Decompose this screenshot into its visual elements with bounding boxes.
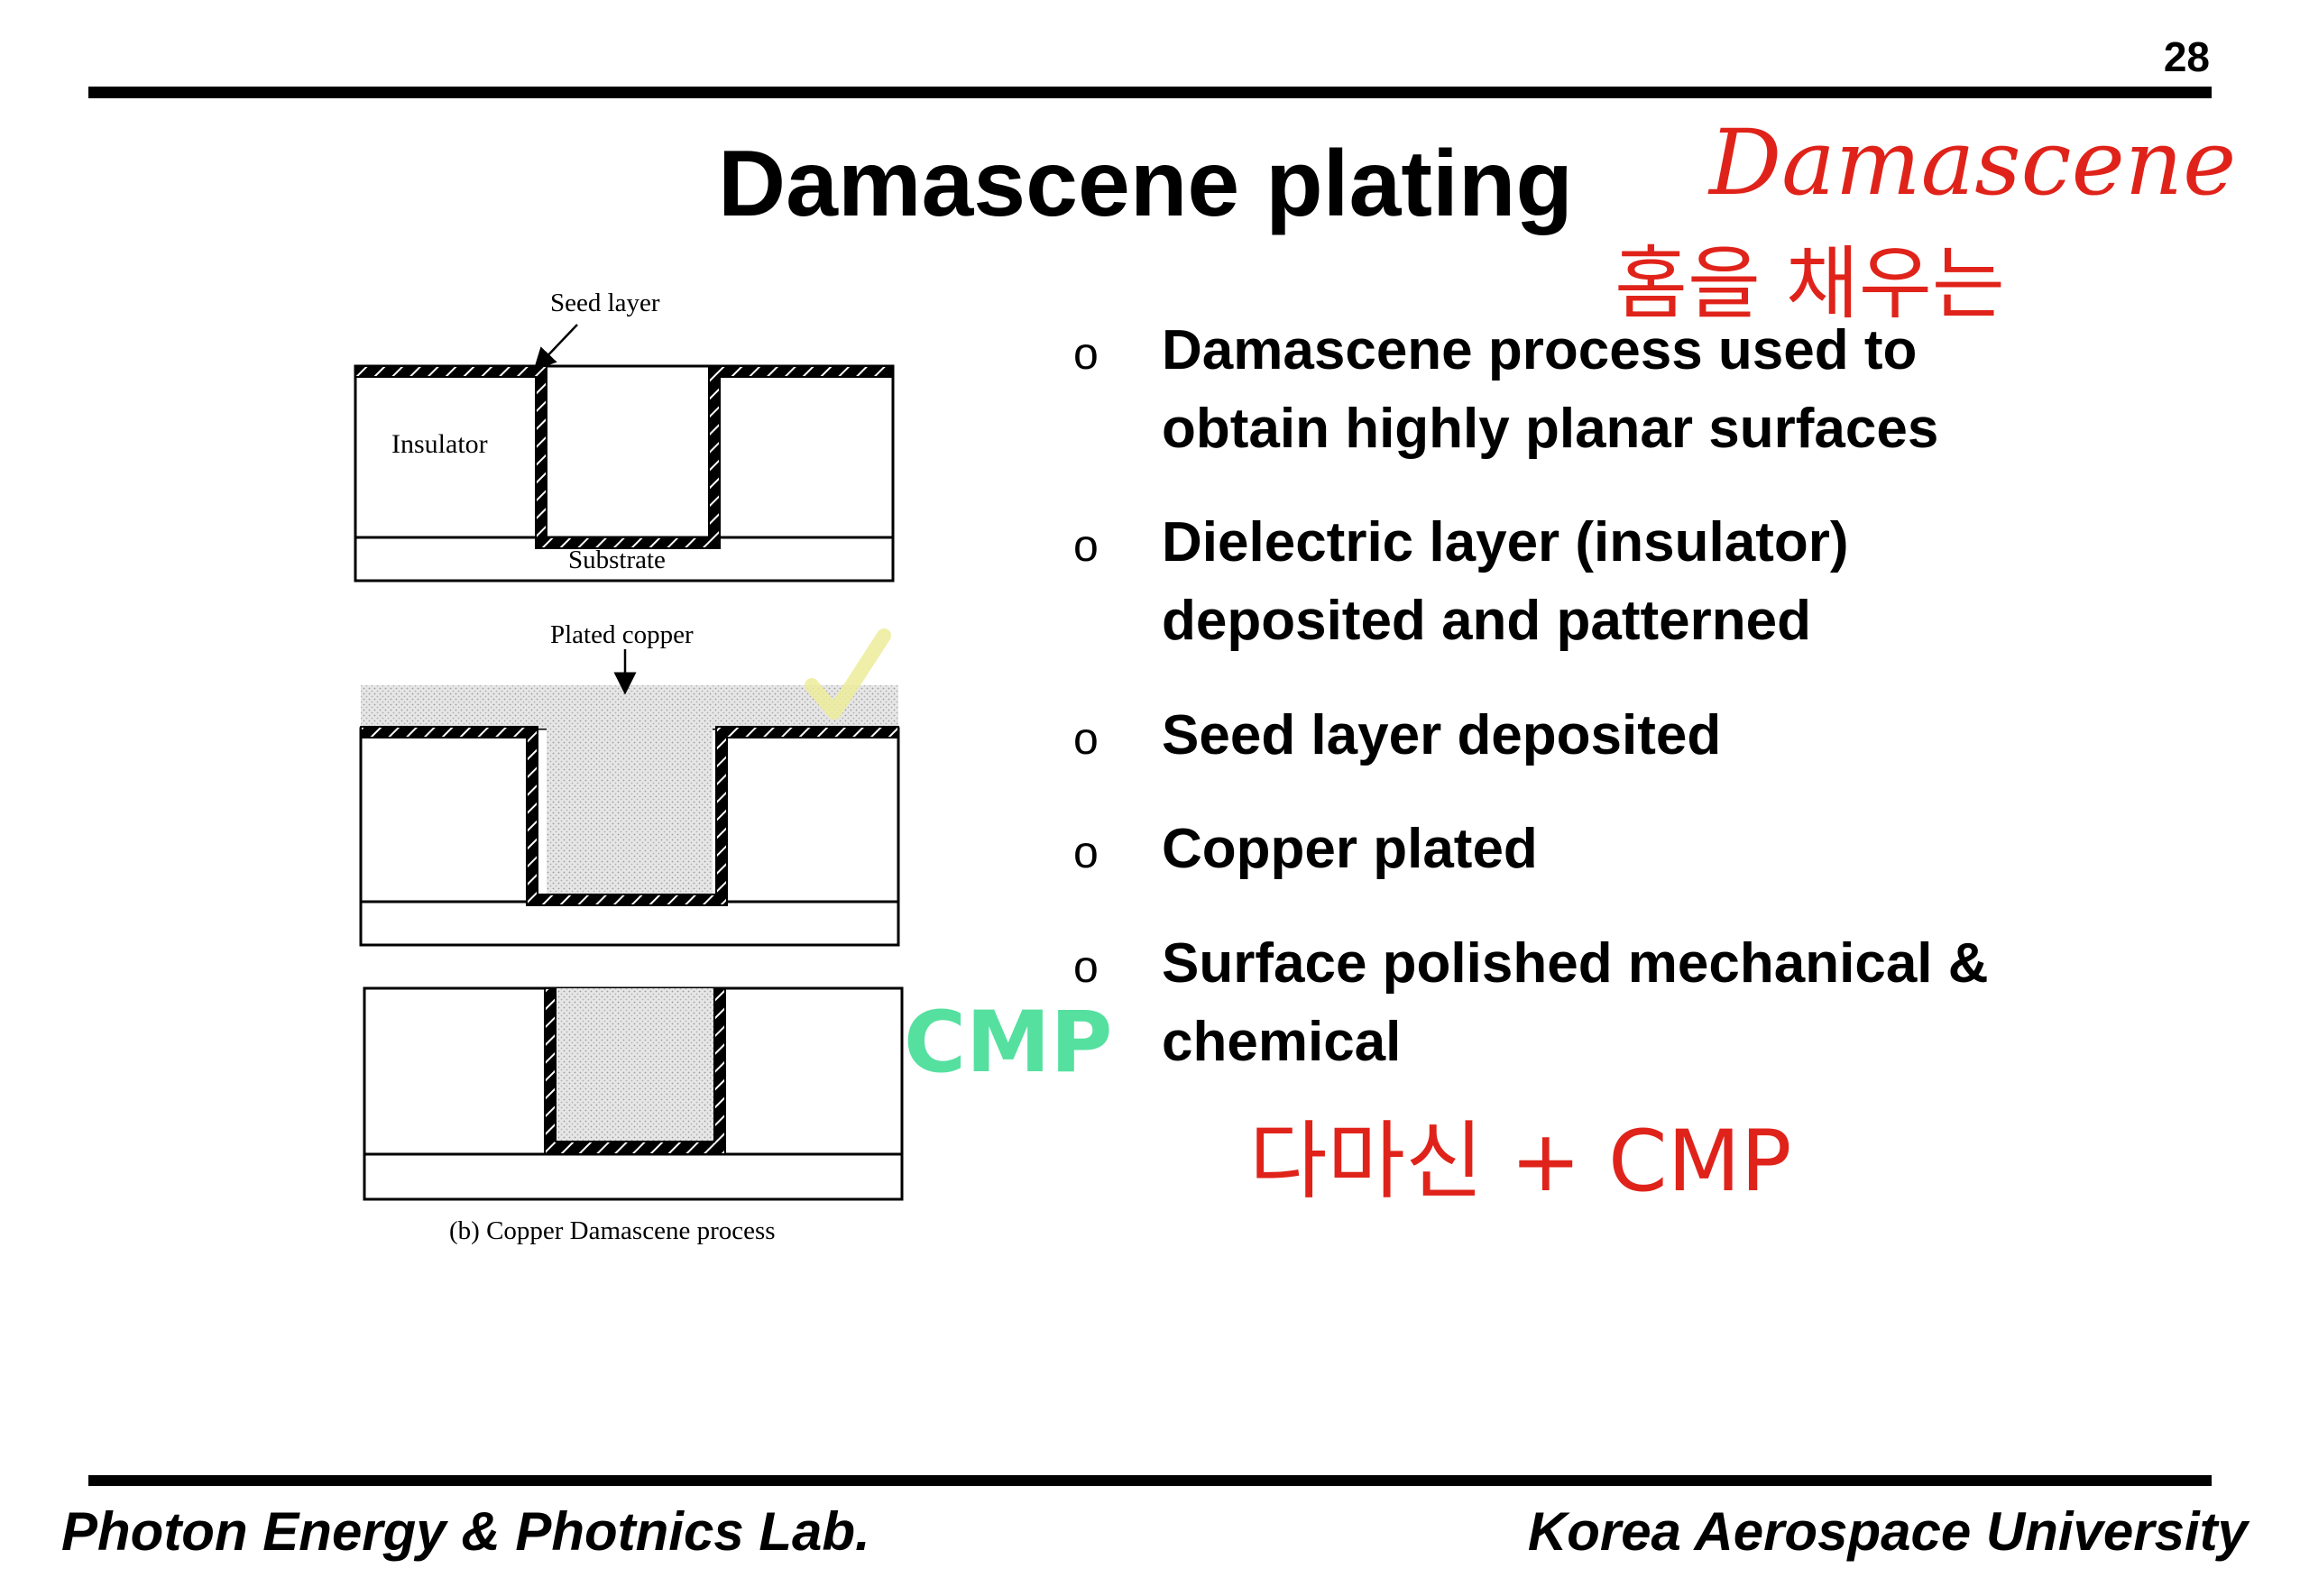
yellow-check-mark (805, 628, 891, 720)
header-rule (88, 87, 2212, 98)
footer-university-name: Korea Aerospace University (1527, 1501, 2248, 1562)
label-substrate: Substrate (568, 546, 666, 574)
copper-line-fill (556, 988, 714, 1145)
annotation-korean-groove: 홈을 채우는 (1615, 237, 2005, 330)
bullet-text: Dielectric layer (insulator) deposited a… (1162, 511, 1849, 652)
annotation-damascene: Damascene (1707, 110, 2236, 216)
bullet-marker: o (1073, 941, 1099, 992)
annotation-cmp: CMP (904, 994, 1112, 1092)
panel-plated-copper (359, 649, 900, 947)
bullet-text: Copper plated (1162, 818, 1538, 880)
label-plated-copper: Plated copper (550, 620, 694, 649)
footer-rule (88, 1475, 2212, 1486)
label-insulator: Insulator (391, 429, 488, 459)
figure-caption: (b) Copper Damascene process (449, 1216, 776, 1245)
seed-layer-liner (354, 365, 894, 549)
bullet-text: Seed layer deposited (1162, 704, 1722, 766)
annotation-damascene-plus-cmp: 다마신 + CMP (1249, 1113, 1791, 1211)
panel2-seed-liner (360, 726, 899, 906)
slide-title: Damascene plating (718, 132, 1573, 236)
panel3-seed-liner (544, 987, 726, 1155)
plated-copper-fill (361, 685, 898, 902)
bullet-marker: o (1073, 713, 1099, 764)
bullet-text: Surface polished mechanical & chemical (1162, 932, 1989, 1073)
panel-after-cmp (363, 986, 904, 1201)
bullet-marker: o (1073, 827, 1099, 877)
seed-layer-arrow (533, 324, 578, 371)
panel-seed-layer (354, 324, 895, 582)
bullet-marker: o (1073, 520, 1099, 571)
page-number: 28 (2163, 33, 2210, 80)
label-seed-layer: Seed layer (550, 289, 660, 317)
footer-lab-name: Photon Energy & Photnics Lab. (61, 1501, 870, 1562)
bullet-marker: o (1073, 328, 1099, 379)
bullet-text: Damascene process used to obtain highly … (1162, 319, 1939, 460)
